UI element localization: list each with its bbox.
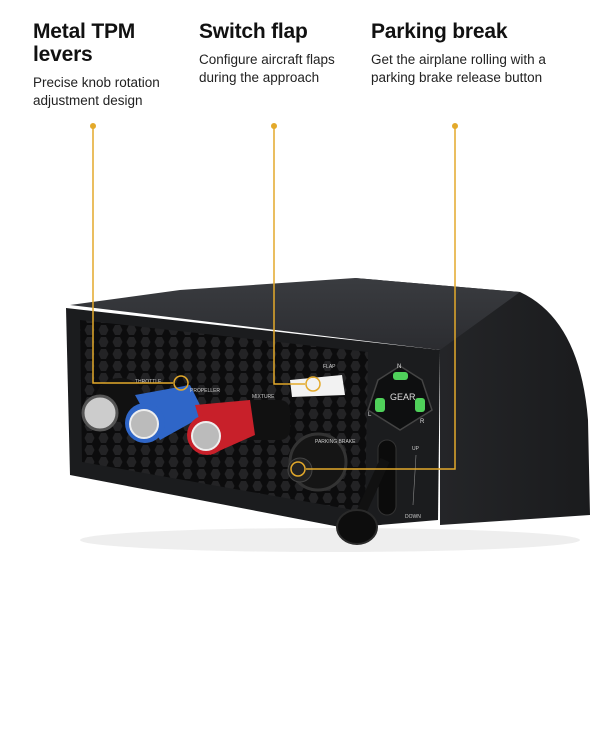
down-label: DOWN (405, 514, 421, 520)
shadow (80, 528, 580, 552)
feature-switch-flap: Switch flap Configure aircraft flaps dur… (199, 20, 359, 87)
feature-description: Get the airplane rolling with a parking … (371, 52, 546, 85)
device-top (70, 278, 520, 350)
callout-dot (452, 123, 458, 129)
device-side (355, 278, 590, 525)
gear-n-label: N (397, 364, 401, 370)
gear-lever[interactable] (336, 509, 378, 545)
callout-dot (90, 123, 96, 129)
gear-l-label: L (368, 412, 372, 418)
callout-parking-break (290, 126, 456, 477)
up-label: UP (412, 446, 420, 452)
feature-description: Precise knob rotation adjustment design (33, 75, 160, 108)
gear-label: GEAR (390, 392, 416, 402)
gear-indicator: GEAR N L R (367, 364, 433, 431)
parking-brake-label: PARKING BRAKE (315, 439, 356, 445)
feature-title: Metal TPM levers (33, 20, 136, 66)
feature-description: Configure aircraft flaps during the appr… (199, 52, 335, 85)
flap-switch[interactable] (290, 375, 345, 397)
propeller-label: PROPELLER (190, 388, 220, 394)
throttle-label: THROTTLE (135, 379, 162, 385)
callout-dot (271, 123, 277, 129)
feature-title: Switch flap (199, 20, 308, 43)
lever-throttle-blue (125, 385, 205, 443)
feature-tpm-levers: Metal TPM levers Precise knob rotation a… (33, 20, 183, 110)
flap-label[interactable]: FLAP (323, 364, 336, 370)
feature-parking-break: Parking break Get the airplane rolling w… (371, 20, 571, 87)
mixture-label: MIXTURE (252, 394, 275, 400)
lever-mixture-red (187, 400, 290, 455)
gear-r-label: R (420, 419, 425, 425)
callout-tpm-levers (92, 126, 189, 391)
callout-switch-flap (273, 126, 321, 392)
feature-title: Parking break (371, 20, 508, 43)
